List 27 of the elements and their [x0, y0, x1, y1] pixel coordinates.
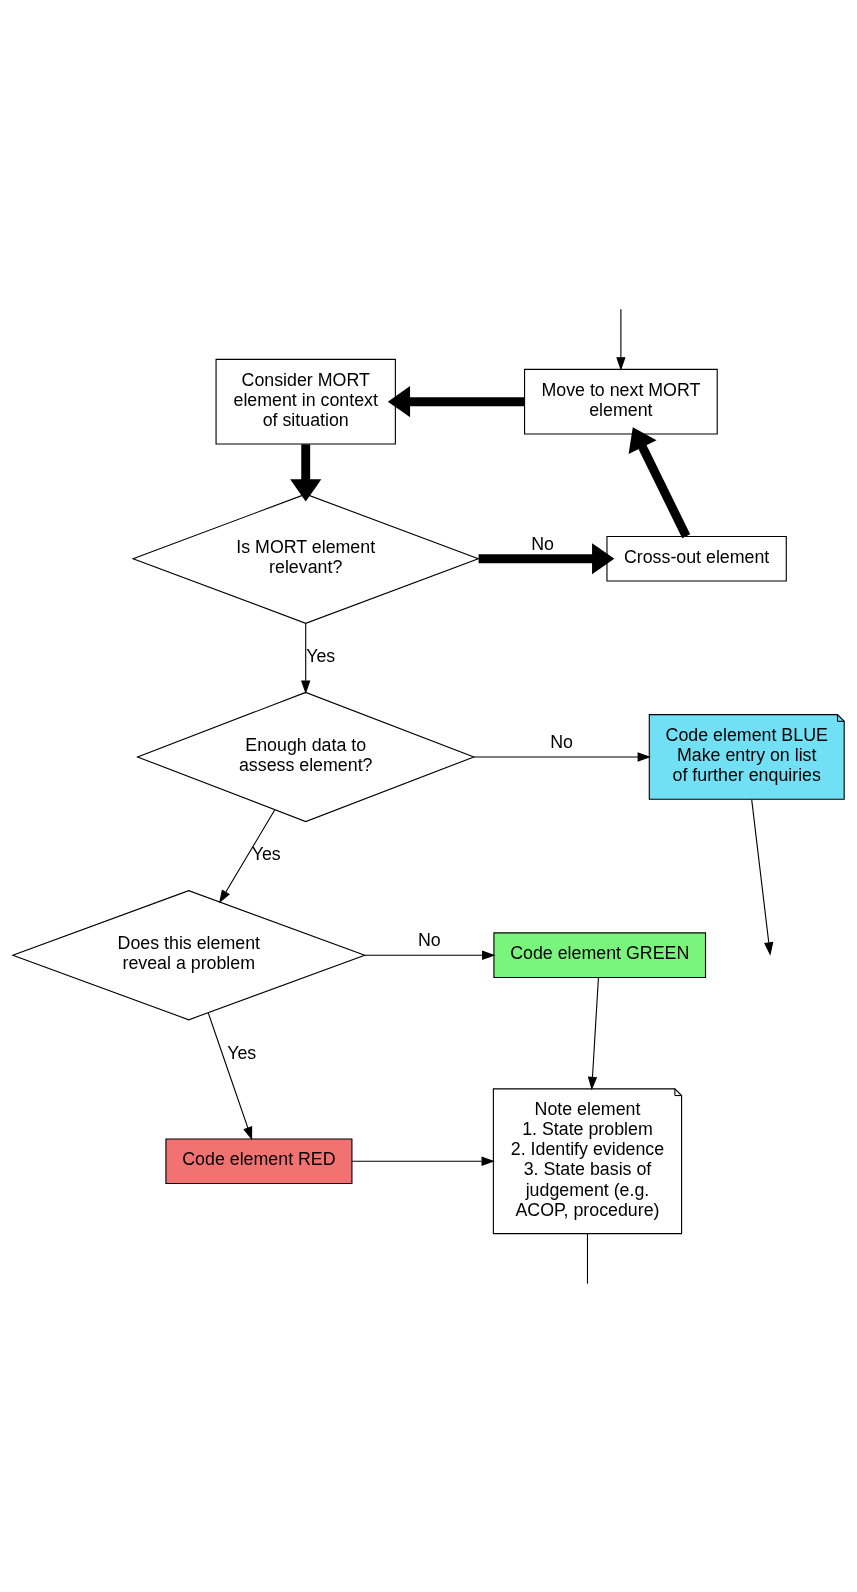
edge-label: Yes	[251, 843, 281, 864]
arrow	[301, 622, 311, 694]
edge-label: No	[417, 929, 441, 950]
connector	[586, 1232, 589, 1284]
arrow	[364, 950, 496, 960]
edge-label: No	[531, 533, 555, 554]
edge-label: Yes	[306, 645, 336, 666]
node-box: Cross-out element	[606, 535, 787, 582]
arrow	[628, 426, 691, 538]
node-diamond: Is MORT element relevant?	[131, 493, 480, 624]
node-box: Move to next MORT element	[524, 368, 718, 435]
arrow	[478, 542, 615, 574]
arrow	[351, 1156, 495, 1166]
node-box: Code element RED	[165, 1137, 353, 1184]
arrow	[751, 798, 774, 956]
arrow	[473, 751, 651, 762]
edge-label: Yes	[227, 1042, 257, 1063]
arrow	[290, 443, 322, 502]
arrow	[219, 809, 276, 903]
edge-label: No	[550, 731, 573, 752]
arrow	[387, 385, 525, 417]
node-box: Code element GREEN	[493, 931, 707, 978]
arrow	[616, 308, 626, 371]
arrow	[207, 1012, 253, 1140]
node-box: Consider MORT element in context of situation	[215, 358, 396, 445]
node-diamond: Enough data to assess element?	[136, 691, 476, 822]
arrow	[587, 976, 599, 1090]
